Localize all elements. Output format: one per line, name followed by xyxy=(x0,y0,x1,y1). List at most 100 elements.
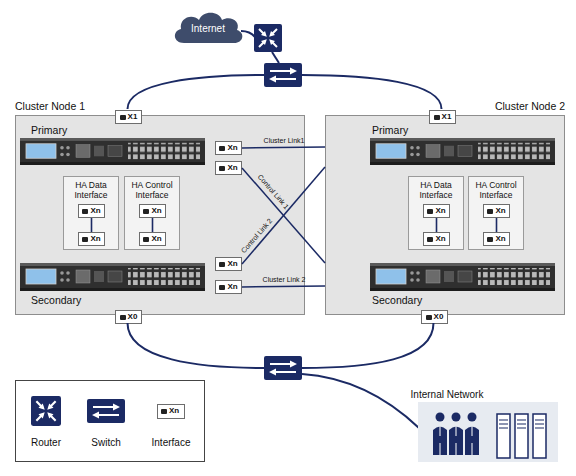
network-backdrop xyxy=(418,402,558,462)
node-label: HA Control Interface xyxy=(125,180,179,200)
node-label: Xn xyxy=(151,234,161,244)
interface-port: X1 xyxy=(115,110,142,124)
interface-port: Xn xyxy=(139,232,166,246)
router-symbol xyxy=(31,396,61,426)
node-label: Xn xyxy=(90,206,100,216)
port-icon xyxy=(434,115,440,120)
port-icon xyxy=(426,315,432,320)
server-symbol xyxy=(533,414,546,458)
port-icon xyxy=(487,209,493,214)
network-label: Internal Network xyxy=(411,389,484,400)
cluster-link-line xyxy=(242,286,325,287)
node-label: Xn xyxy=(435,206,445,216)
node-label: Xn xyxy=(227,143,237,153)
user-body xyxy=(465,427,479,456)
legend-router-symbol xyxy=(31,396,61,426)
wan-wire xyxy=(272,52,279,63)
interface-port: X0 xyxy=(115,310,142,324)
legend-text: Switch xyxy=(71,437,141,449)
node-label: HA Control Interface xyxy=(469,180,523,200)
port-icon xyxy=(219,166,225,171)
switch-symbol xyxy=(264,356,302,380)
user-body xyxy=(433,427,447,456)
node-label: X0 xyxy=(128,312,138,322)
port-icon xyxy=(120,315,126,320)
firewall-appliance xyxy=(20,138,205,165)
interface-port: Xn xyxy=(215,257,242,271)
node-label: Cluster Node 2 xyxy=(495,100,565,112)
ha-link-line xyxy=(436,218,438,232)
node-label: Xn xyxy=(227,163,237,173)
interface-port: Xn xyxy=(215,161,242,175)
user-head xyxy=(452,413,461,422)
node-label: Xn xyxy=(495,234,505,244)
interface-port: Xn xyxy=(78,204,105,218)
node-label: Primary xyxy=(31,124,67,136)
legend-text: Router xyxy=(11,437,81,449)
ha-interface-box: HA Control InterfaceXnXn xyxy=(124,176,180,250)
interface-port: Xn xyxy=(483,232,510,246)
cluster-node-box: Cluster Node 2PrimarySecondaryX1HA Data … xyxy=(325,115,565,315)
cluster-link-line xyxy=(242,168,325,263)
port-icon xyxy=(219,146,225,151)
legend-text: Interface xyxy=(136,437,206,449)
firewall-appliance xyxy=(370,138,555,165)
port-icon xyxy=(120,115,126,120)
port-icon xyxy=(161,409,167,414)
node-label: Secondary xyxy=(372,294,422,306)
node-label: Xn xyxy=(151,206,161,216)
server-slots xyxy=(499,420,544,428)
legend-item: Interface xyxy=(136,381,206,461)
interface-port: Xn xyxy=(483,204,510,218)
user-head xyxy=(436,413,445,422)
wan-wire xyxy=(302,75,442,109)
port-icon xyxy=(219,262,225,267)
legend-item: Switch xyxy=(71,381,141,461)
user-body xyxy=(449,427,463,456)
wan-wire xyxy=(241,31,255,37)
node-label: Xn xyxy=(227,259,237,269)
router-symbol xyxy=(254,24,282,52)
node-label: Xn xyxy=(90,234,100,244)
node-label: Cluster Node 1 xyxy=(15,100,85,112)
interface-port: X0 xyxy=(421,310,448,324)
firewall-appliance xyxy=(370,263,555,291)
interface-port: Xn xyxy=(215,141,242,155)
internet-cloud: Internet xyxy=(170,8,246,48)
cluster-link-line xyxy=(242,167,325,264)
node-label: Primary xyxy=(372,124,408,136)
port-icon xyxy=(143,237,149,242)
user-figures xyxy=(433,413,479,456)
firewall-appliance xyxy=(20,263,205,291)
ha-link-line xyxy=(152,218,154,232)
interface-port: X1 xyxy=(429,110,456,124)
port-icon xyxy=(427,209,433,214)
switch-symbol xyxy=(87,399,125,423)
node-label: X1 xyxy=(442,112,452,122)
interface-port: Xn xyxy=(78,232,105,246)
node-label: X0 xyxy=(434,312,444,322)
interface-port: Xn xyxy=(215,280,242,294)
ha-interface-box: HA Data InterfaceXnXn xyxy=(408,176,464,250)
ha-link-line xyxy=(496,218,498,232)
node-label: HA Data Interface xyxy=(64,180,118,200)
interface-port: Xn xyxy=(139,204,166,218)
server-stack xyxy=(497,414,546,458)
ha-link-line xyxy=(91,218,93,232)
cluster-node-box: Cluster Node 1PrimarySecondaryX1XnXnHA D… xyxy=(15,115,305,315)
user-head xyxy=(468,413,477,422)
port-icon xyxy=(487,237,493,242)
lan-wire xyxy=(302,374,419,428)
port-icon xyxy=(143,209,149,214)
ha-interface-box: HA Control InterfaceXnXn xyxy=(468,176,524,250)
legend-box: RouterSwitchInterface xyxy=(15,380,205,462)
node-label: Xn xyxy=(495,206,505,216)
interface-port: Xn xyxy=(423,232,450,246)
node-label: Xn xyxy=(227,282,237,292)
legend-item: Router xyxy=(11,381,81,461)
port-icon xyxy=(82,209,88,214)
server-symbol xyxy=(497,414,510,458)
legend-port-symbol xyxy=(157,404,185,419)
node-label: X1 xyxy=(128,112,138,122)
